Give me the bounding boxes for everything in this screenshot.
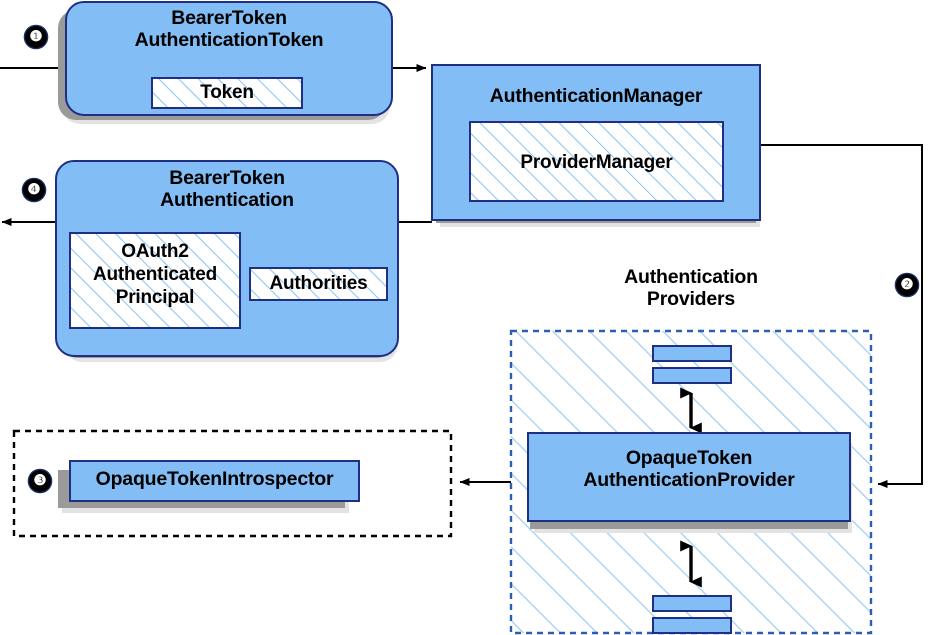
authorities-label: Authorities xyxy=(269,273,368,294)
bearer-token-authentication-token-title: BearerToken AuthenticationToken xyxy=(134,7,324,51)
node-bearer-token-authentication-token[interactable] xyxy=(58,1,393,124)
token-inner-label: Token xyxy=(200,82,254,103)
authentication-providers-group-label: Authentication Providers xyxy=(624,266,758,310)
step-badge-1: ❶ xyxy=(25,26,47,48)
connector-step2-manager-to-provider xyxy=(760,144,923,488)
node-opaque-token-introspector[interactable] xyxy=(58,460,360,513)
step-badge-2: ❷ xyxy=(896,274,918,296)
step-badge-3: ❸ xyxy=(29,470,51,492)
bearer-token-authentication-title: BearerToken Authentication xyxy=(160,167,294,211)
authentication-manager-title: AuthenticationManager xyxy=(489,85,703,107)
provider-stub-top xyxy=(652,345,732,384)
node-bearer-token-authentication[interactable] xyxy=(55,160,399,362)
provider-stub-bottom xyxy=(652,595,732,634)
opaque-token-authentication-provider-title: OpaqueToken AuthenticationProvider xyxy=(583,447,795,491)
step-badge-4: ❹ xyxy=(23,179,45,201)
opaque-token-introspector-title: OpaqueTokenIntrospector xyxy=(95,468,334,490)
oauth2-authenticated-principal-label: OAuth2 Authenticated Principal xyxy=(92,241,218,308)
provider-manager-inner-label: ProviderManager xyxy=(520,152,673,173)
node-opaque-token-authentication-provider[interactable] xyxy=(527,432,852,533)
node-authentication-manager[interactable] xyxy=(431,64,761,227)
